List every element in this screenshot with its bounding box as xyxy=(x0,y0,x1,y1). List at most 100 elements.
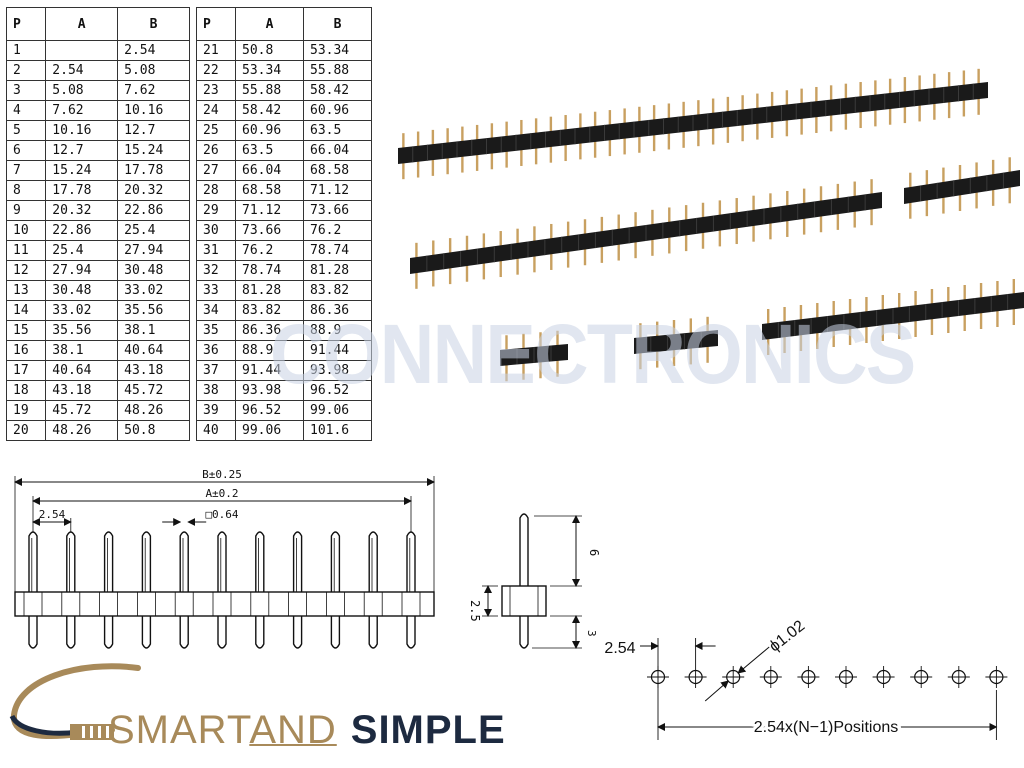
footprint-pitch-label: 2.54 xyxy=(604,640,635,657)
cell-p: 28 xyxy=(195,180,237,201)
strip-16-pin xyxy=(762,279,1024,355)
cell-p: 25 xyxy=(195,120,237,141)
cell-p: 18 xyxy=(5,380,47,401)
cell-p: 9 xyxy=(5,200,47,221)
cell-p: 21 xyxy=(195,40,237,61)
cell-a: 78.74 xyxy=(235,260,304,281)
cell-p: 16 xyxy=(5,340,47,361)
cell-a: 55.88 xyxy=(235,80,304,101)
cell-a: 91.44 xyxy=(235,360,304,381)
strip-7-pin xyxy=(904,157,1020,219)
strip-4-pin xyxy=(500,330,568,382)
cell-a: 45.72 xyxy=(45,400,119,421)
cell-p: 40 xyxy=(195,420,237,441)
col-p: P xyxy=(195,7,237,41)
cell-p: 8 xyxy=(5,180,47,201)
cell-b: 71.12 xyxy=(303,180,372,201)
cell-p: 1 xyxy=(5,40,47,61)
cell-b: 73.66 xyxy=(303,200,372,221)
cell-p: 2 xyxy=(5,60,47,81)
cell-b: 91.44 xyxy=(303,340,372,361)
cell-b: 25.4 xyxy=(117,220,190,241)
cell-b: 40.64 xyxy=(117,340,190,361)
hole-diameter-label: ϕ1.02 xyxy=(766,617,808,655)
cell-p: 38 xyxy=(195,380,237,401)
cell-a: 43.18 xyxy=(45,380,119,401)
cell-a: 50.8 xyxy=(235,40,304,61)
cell-p: 32 xyxy=(195,260,237,281)
cell-a: 15.24 xyxy=(45,160,119,181)
col-a: A xyxy=(235,7,304,41)
cell-a: 30.48 xyxy=(45,280,119,301)
cell-p: 26 xyxy=(195,140,237,161)
logo-and: AND xyxy=(249,708,337,752)
cell-p: 5 xyxy=(5,120,47,141)
cell-a: 86.36 xyxy=(235,320,304,341)
cell-p: 37 xyxy=(195,360,237,381)
cell-b: 60.96 xyxy=(303,100,372,121)
cell-a: 17.78 xyxy=(45,180,119,201)
cell-b: 17.78 xyxy=(117,160,190,181)
cell-p: 10 xyxy=(5,220,47,241)
cell-p: 35 xyxy=(195,320,237,341)
cell-a: 63.5 xyxy=(235,140,304,161)
cell-a: 48.26 xyxy=(45,420,119,441)
cell-p: 20 xyxy=(5,420,47,441)
cell-p: 27 xyxy=(195,160,237,181)
cell-a: 73.66 xyxy=(235,220,304,241)
cell-a: 27.94 xyxy=(45,260,119,281)
cell-b: 7.62 xyxy=(117,80,190,101)
cell-p: 33 xyxy=(195,280,237,301)
cell-a: 68.58 xyxy=(235,180,304,201)
cell-p: 12 xyxy=(5,260,47,281)
cell-p: 29 xyxy=(195,200,237,221)
cell-b: 55.88 xyxy=(303,60,372,81)
cell-p: 6 xyxy=(5,140,47,161)
cell-a: 81.28 xyxy=(235,280,304,301)
col-a: A xyxy=(45,7,119,41)
cell-p: 22 xyxy=(195,60,237,81)
strip-5-pin xyxy=(634,316,718,370)
cell-p: 30 xyxy=(195,220,237,241)
pin-square-label: □0.64 xyxy=(205,508,238,521)
cell-p: 34 xyxy=(195,300,237,321)
cell-b: 27.94 xyxy=(117,240,190,261)
cell-p: 23 xyxy=(195,80,237,101)
height-bottom-label: 3 xyxy=(585,630,598,637)
cell-b: 99.06 xyxy=(303,400,372,421)
technical-drawing: B±0.25 A±0.2 2.54 □0.64 6 2.5 3 2.54 ϕ1.… xyxy=(14,468,1008,740)
cell-b: 10.16 xyxy=(117,100,190,121)
cell-a: 35.56 xyxy=(45,320,119,341)
col-b: B xyxy=(117,7,190,41)
cell-a: 96.52 xyxy=(235,400,304,421)
cell-b: 38.1 xyxy=(117,320,190,341)
cell-p: 36 xyxy=(195,340,237,361)
logo-simple: SIMPLE xyxy=(350,708,506,752)
cell-p: 4 xyxy=(5,100,47,121)
cell-b: 45.72 xyxy=(117,380,190,401)
cell-p: 19 xyxy=(5,400,47,421)
